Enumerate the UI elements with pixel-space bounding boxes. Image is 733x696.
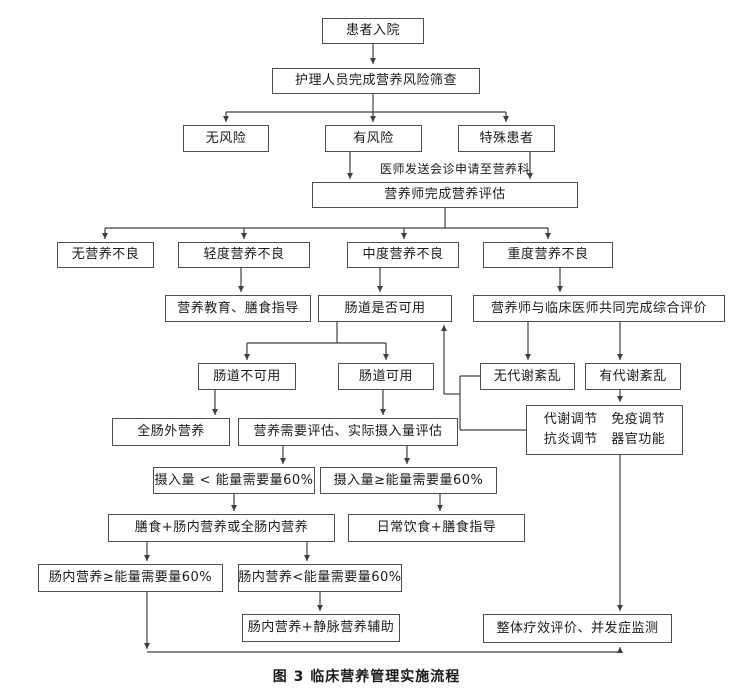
consult-request-label: 医师发送会诊申请至营养科 [380, 162, 531, 176]
node-metabolic-disorder: 有代谢紊乱 [585, 363, 681, 390]
node-nutrition-assessment: 营养师完成营养评估 [312, 182, 578, 208]
node-no-malnutrition: 无营养不良 [57, 242, 154, 268]
node-at-risk: 有风险 [325, 125, 422, 152]
node-intake-at-least-60: 摄入量≥能量需要量60% [320, 467, 497, 494]
node-joint-comprehensive-evaluation: 营养师与临床医师共同完成综合评价 [473, 295, 725, 322]
node-mild-malnutrition: 轻度营养不良 [178, 242, 310, 268]
node-metabolic-regulation: 代谢调节 免疫调节 抗炎调节 器官功能 [526, 405, 683, 455]
node-moderate-malnutrition: 中度营养不良 [347, 242, 459, 268]
node-gut-unavailable: 肠道不可用 [198, 363, 296, 390]
node-special-patient: 特殊患者 [458, 125, 555, 152]
node-enteral-below-60: 肠内营养<能量需要量60% [238, 564, 402, 592]
node-enteral-plus-parenteral: 肠内营养+静脉营养辅助 [242, 614, 400, 642]
regulation-line-1: 代谢调节 免疫调节 [543, 411, 666, 427]
node-severe-malnutrition: 重度营养不良 [483, 242, 613, 268]
node-gut-available: 肠道可用 [338, 363, 434, 390]
node-risk-screening: 护理人员完成营养风险筛查 [272, 68, 480, 94]
node-no-metabolic-disorder: 无代谢紊乱 [480, 363, 575, 390]
node-total-parenteral-nutrition: 全肠外营养 [112, 418, 230, 446]
node-needs-and-intake-assessment: 营养需要评估、实际摄入量评估 [238, 418, 458, 446]
node-diet-plus-enteral: 膳食+肠内营养或全肠内营养 [108, 514, 335, 542]
node-outcome-monitoring: 整体疗效评价、并发症监测 [483, 614, 672, 643]
connectors [102, 44, 623, 653]
regulation-line-2: 抗炎调节 器官功能 [543, 432, 666, 447]
node-daily-diet-guidance: 日常饮食+膳食指导 [348, 514, 525, 542]
node-intake-below-60: 摄入量 < 能量需要量60% [153, 467, 315, 494]
node-patient-admission: 患者入院 [322, 18, 424, 44]
figure-caption-title: 临床营养管理实施流程 [310, 669, 461, 685]
node-nutrition-education: 营养教育、膳食指导 [165, 295, 311, 322]
node-enteral-at-least-60: 肠内营养≥能量需要量60% [38, 564, 223, 592]
node-no-risk: 无风险 [183, 125, 269, 152]
figure-caption-prefix: 图 3 [272, 669, 305, 685]
figure-caption: 图 3 临床营养管理实施流程 [0, 666, 733, 686]
node-gut-available-question: 肠道是否可用 [318, 295, 452, 322]
